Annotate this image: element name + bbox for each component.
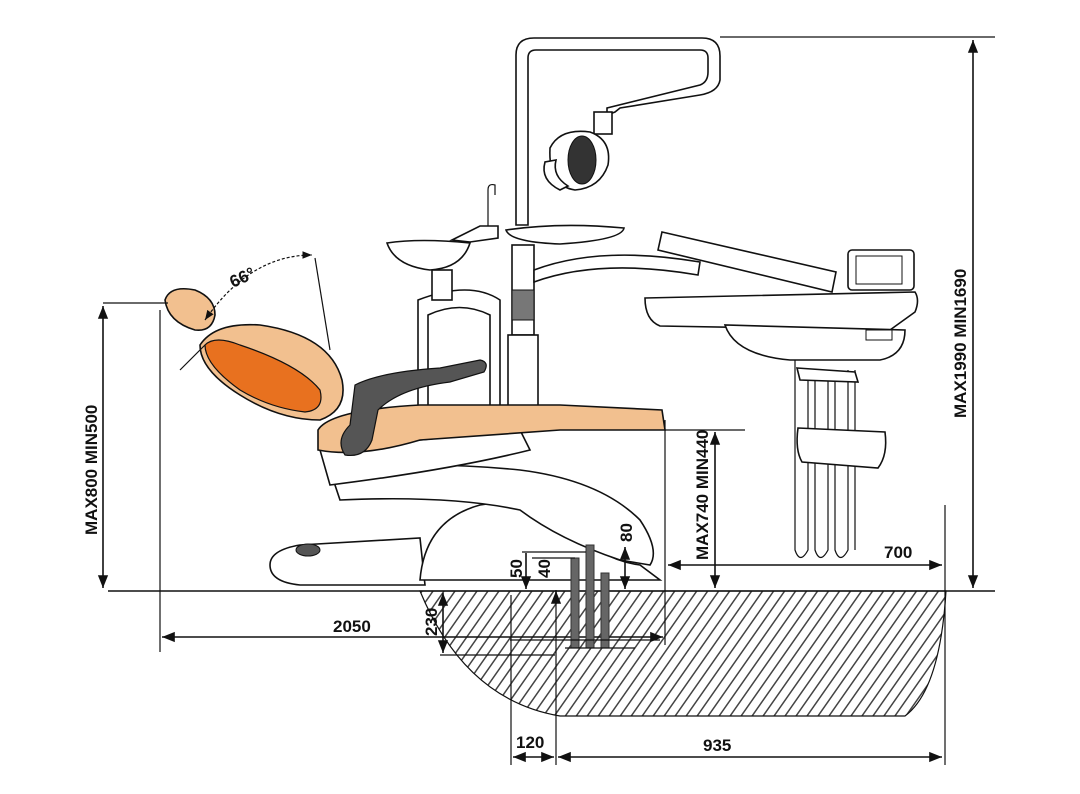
base-offset-40-label: 40 xyxy=(535,559,554,578)
floor-pit-hatch xyxy=(419,590,947,717)
operating-light xyxy=(515,37,721,226)
pit-offset-label: 120 xyxy=(516,733,544,752)
seat-height-label: MAX740 MIN440 xyxy=(693,430,712,560)
chair-base xyxy=(269,429,663,586)
angle-label: 66° xyxy=(227,263,259,291)
spittoon-unit xyxy=(385,183,625,441)
armrest xyxy=(340,359,487,457)
pit-width-label: 935 xyxy=(703,736,731,755)
pit-depth-label: 230 xyxy=(422,608,441,636)
chair-height-label: MAX800 MIN500 xyxy=(82,405,101,535)
headrest xyxy=(164,287,216,332)
pipe-height-label: 80 xyxy=(617,523,636,542)
delivery-unit xyxy=(533,231,919,559)
instrument-reach-label: 700 xyxy=(884,543,912,562)
overall-length-label: 2050 xyxy=(333,617,371,636)
base-offset-50-label: 50 xyxy=(507,559,526,578)
overall-height-label: MAX1990 MIN1690 xyxy=(951,269,970,418)
backrest-pad xyxy=(204,339,322,413)
